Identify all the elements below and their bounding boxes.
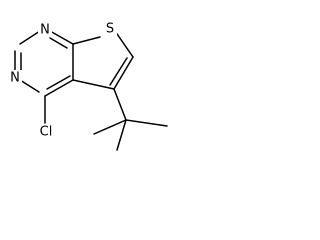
- atom-cl: Cl: [36, 124, 56, 140]
- bond-ctert-me-left: [93, 119, 127, 135]
- atom-label-n3: N: [10, 71, 20, 86]
- atom-label-cl: Cl: [40, 125, 53, 140]
- bond-c4-c4a-inner: [46, 75, 71, 90]
- atom-n3: N: [8, 70, 22, 86]
- bond-n1-c2: [19, 30, 41, 45]
- bond-c7a-n1-outer: [49, 30, 74, 45]
- bond-c6-c5-outer: [113, 56, 134, 90]
- bond-c4-c4a-outer: [44, 79, 74, 97]
- bond-c7a-s: [72, 36, 101, 45]
- atom-label-n1: N: [40, 23, 50, 38]
- bond-c6-c5-inner: [109, 57, 128, 86]
- bond-c5-ctert: [113, 88, 127, 121]
- bond-c7a-n1-inner: [49, 37, 68, 49]
- bond-n3-c4: [19, 79, 40, 93]
- bonds: [14, 30, 168, 151]
- bond-ctert-me-right: [125, 119, 168, 127]
- atom-n1: N: [38, 21, 52, 38]
- bond-c5-c4a: [72, 79, 115, 90]
- bond-ctert-me-down: [116, 119, 127, 151]
- chemical-structure-diagram: N N S Cl: [8, 21, 168, 151]
- atom-s: S: [103, 21, 117, 37]
- atom-label-s: S: [106, 22, 114, 37]
- bond-s-c6: [114, 30, 134, 58]
